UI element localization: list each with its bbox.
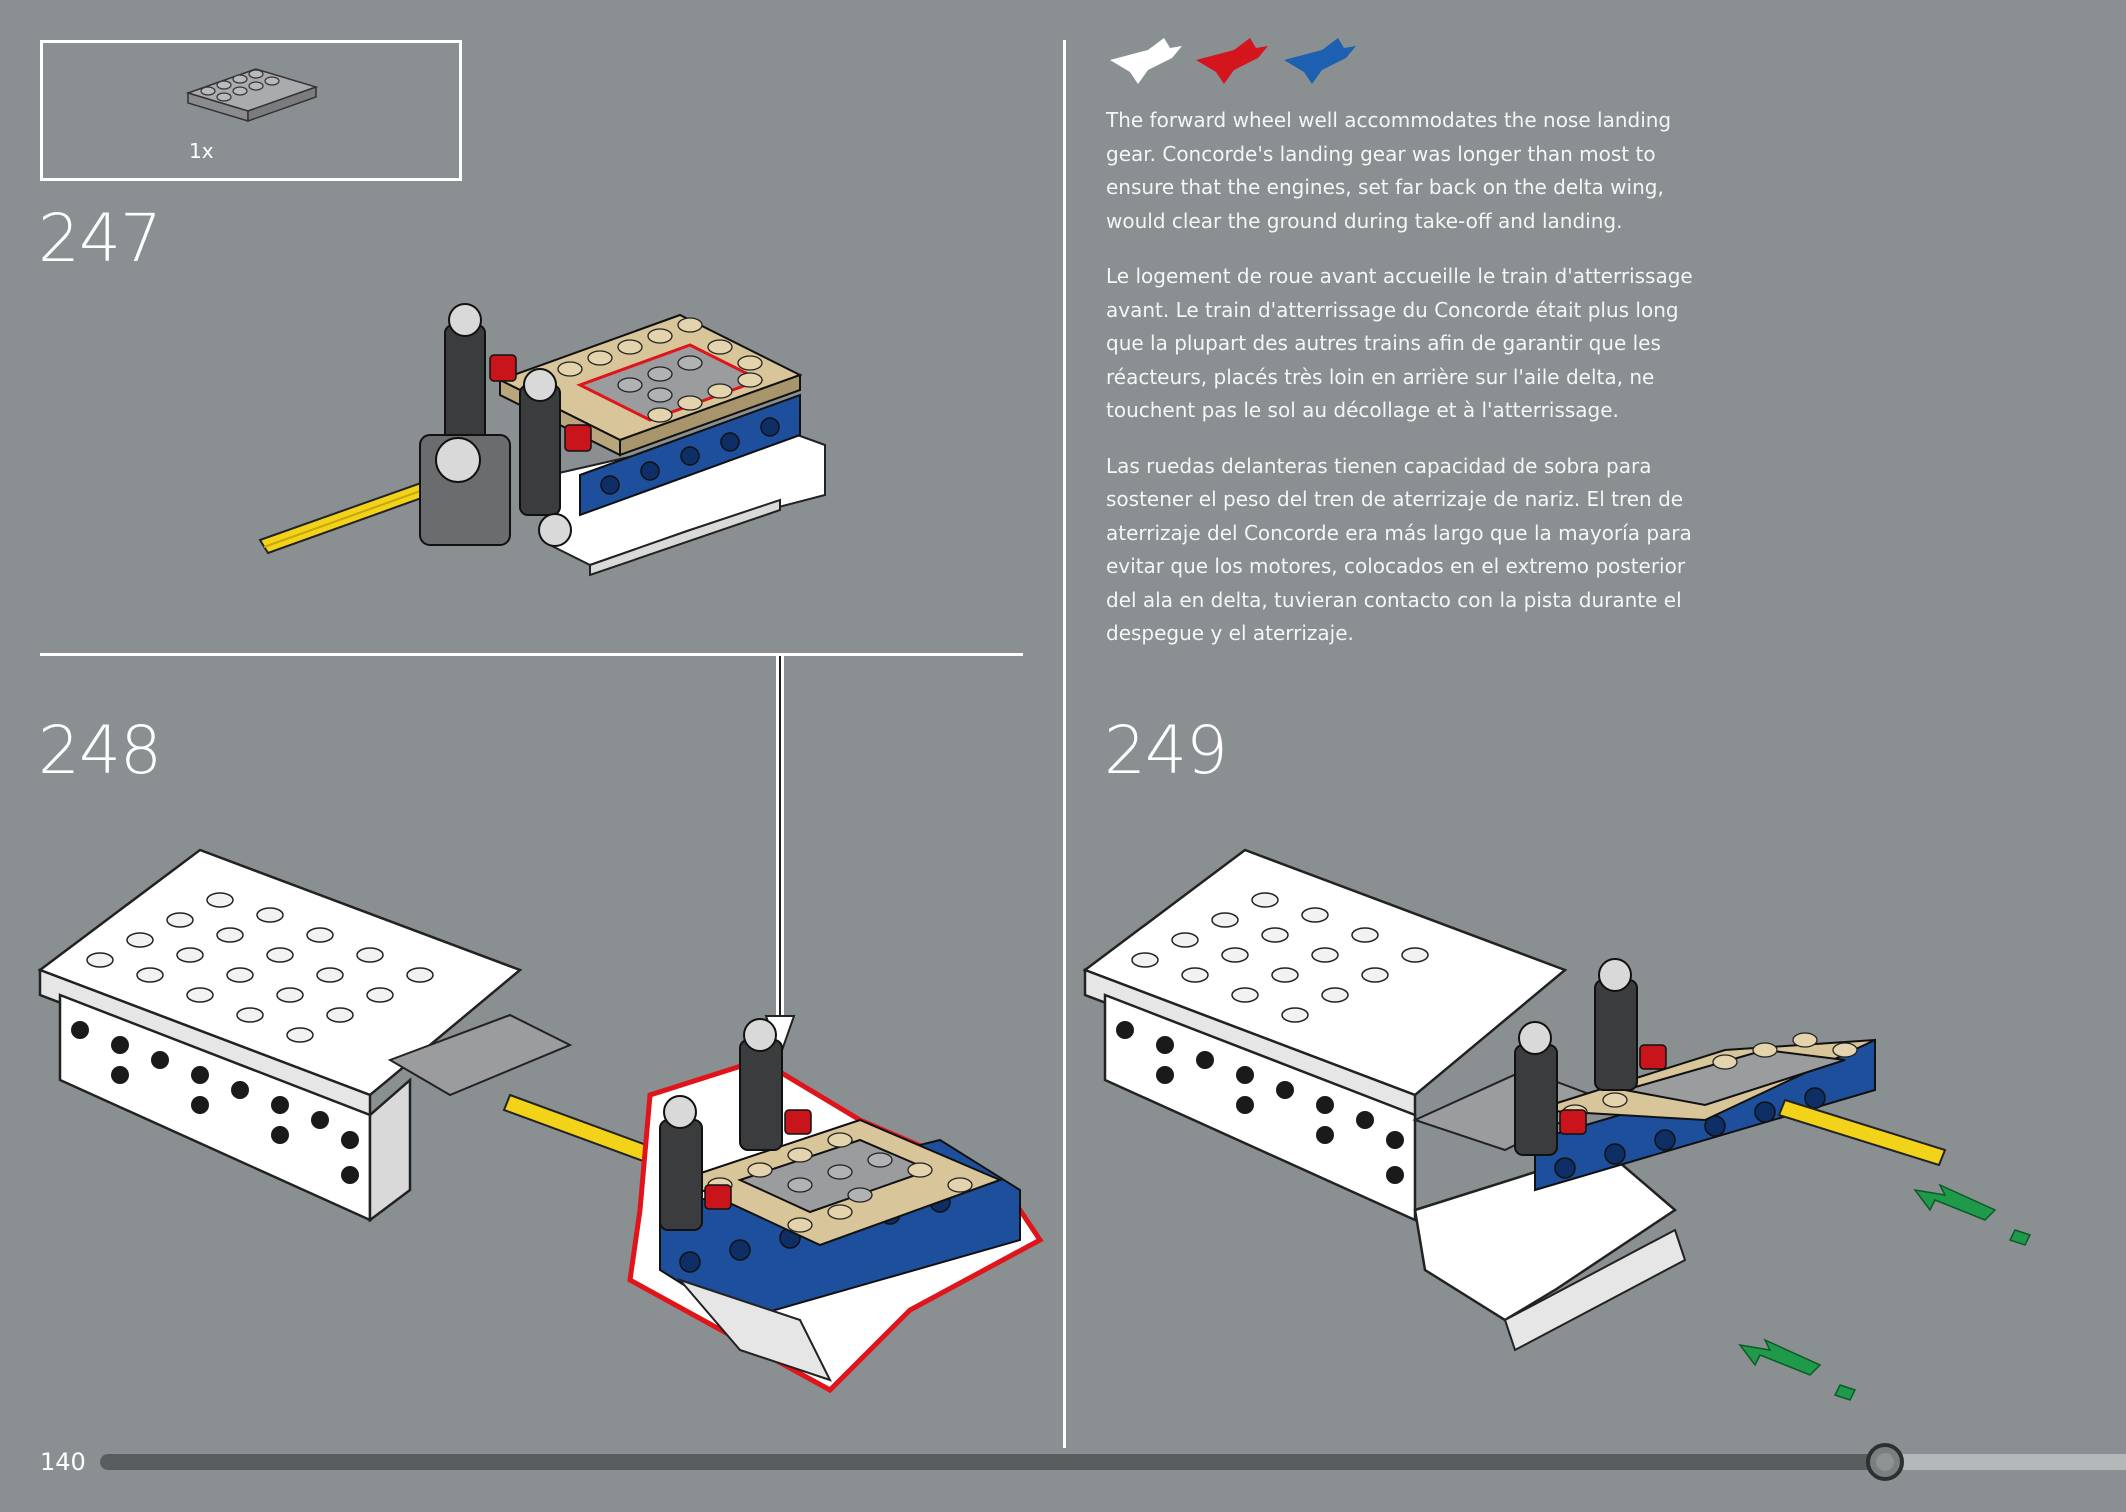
page-number: 140 (40, 1448, 86, 1476)
progress-bar-track (100, 1454, 1885, 1470)
white-concorde-icon (1110, 38, 1182, 84)
blue-concorde-icon (1284, 38, 1356, 84)
step-divider-horizontal (40, 653, 1023, 656)
step-number-247: 247 (38, 200, 162, 277)
description-english: The forward wheel well accommodates the … (1106, 108, 1672, 233)
description-french: Le logement de roue avant accueille le t… (1106, 264, 1693, 422)
column-divider-vertical (1063, 40, 1066, 1448)
description-spanish: Las ruedas delanteras tienen capacidad d… (1106, 453, 1692, 646)
push-direction-arrows (1738, 1183, 2032, 1401)
step-number-249: 249 (1104, 712, 1228, 789)
step-247-assembly-illustration (258, 303, 826, 577)
description-text: The forward wheel well accommodates the … (1106, 104, 1706, 673)
red-concorde-icon (1196, 38, 1268, 84)
step-248-assembly-illustration (37, 848, 1044, 1394)
parts-callout: 1x (40, 40, 462, 181)
step-number-248: 248 (38, 712, 162, 789)
step-249-assembly-illustration (1082, 848, 2032, 1401)
progress-bar-knob[interactable] (1866, 1443, 1904, 1481)
progress-bar-remaining (1885, 1454, 2126, 1470)
parts-quantity: 1x (189, 139, 214, 163)
insertion-arrow-icon (764, 656, 796, 1060)
gray-2x4-plate-icon (185, 68, 319, 123)
